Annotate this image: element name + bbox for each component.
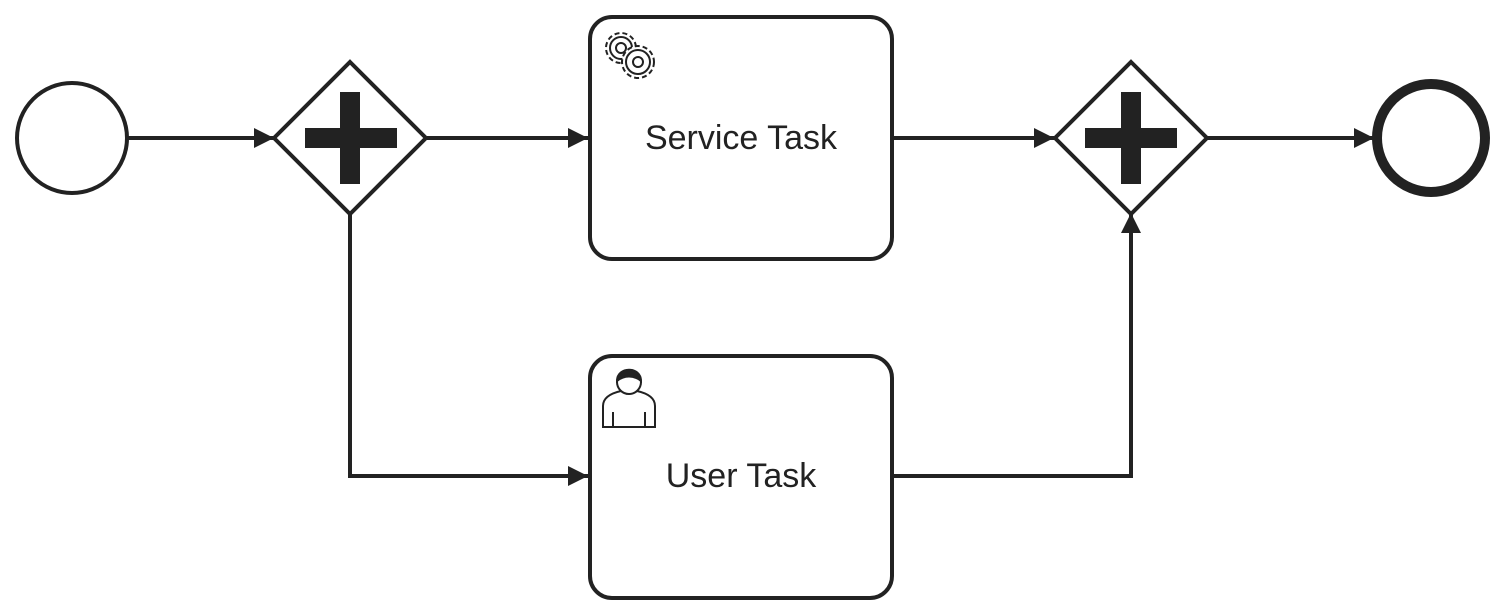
fork-gateway[interactable]	[271, 59, 429, 217]
parallel-plus-icon	[305, 92, 397, 184]
gear-icon	[605, 32, 655, 79]
service-task-label: Service Task	[645, 119, 838, 157]
join-gateway[interactable]	[1052, 59, 1210, 217]
user-task-label: User Task	[666, 457, 818, 495]
flow-fork-to-user-task[interactable]	[348, 213, 588, 486]
service-task[interactable]: Service Task	[588, 15, 894, 261]
flow-user-task-to-join[interactable]	[892, 213, 1141, 478]
user-icon	[602, 368, 656, 428]
start-event[interactable]	[15, 81, 129, 195]
user-task[interactable]: User Task	[588, 354, 894, 600]
end-event[interactable]	[1372, 79, 1490, 197]
parallel-plus-icon	[1085, 92, 1177, 184]
sequence-flows	[128, 128, 1374, 486]
